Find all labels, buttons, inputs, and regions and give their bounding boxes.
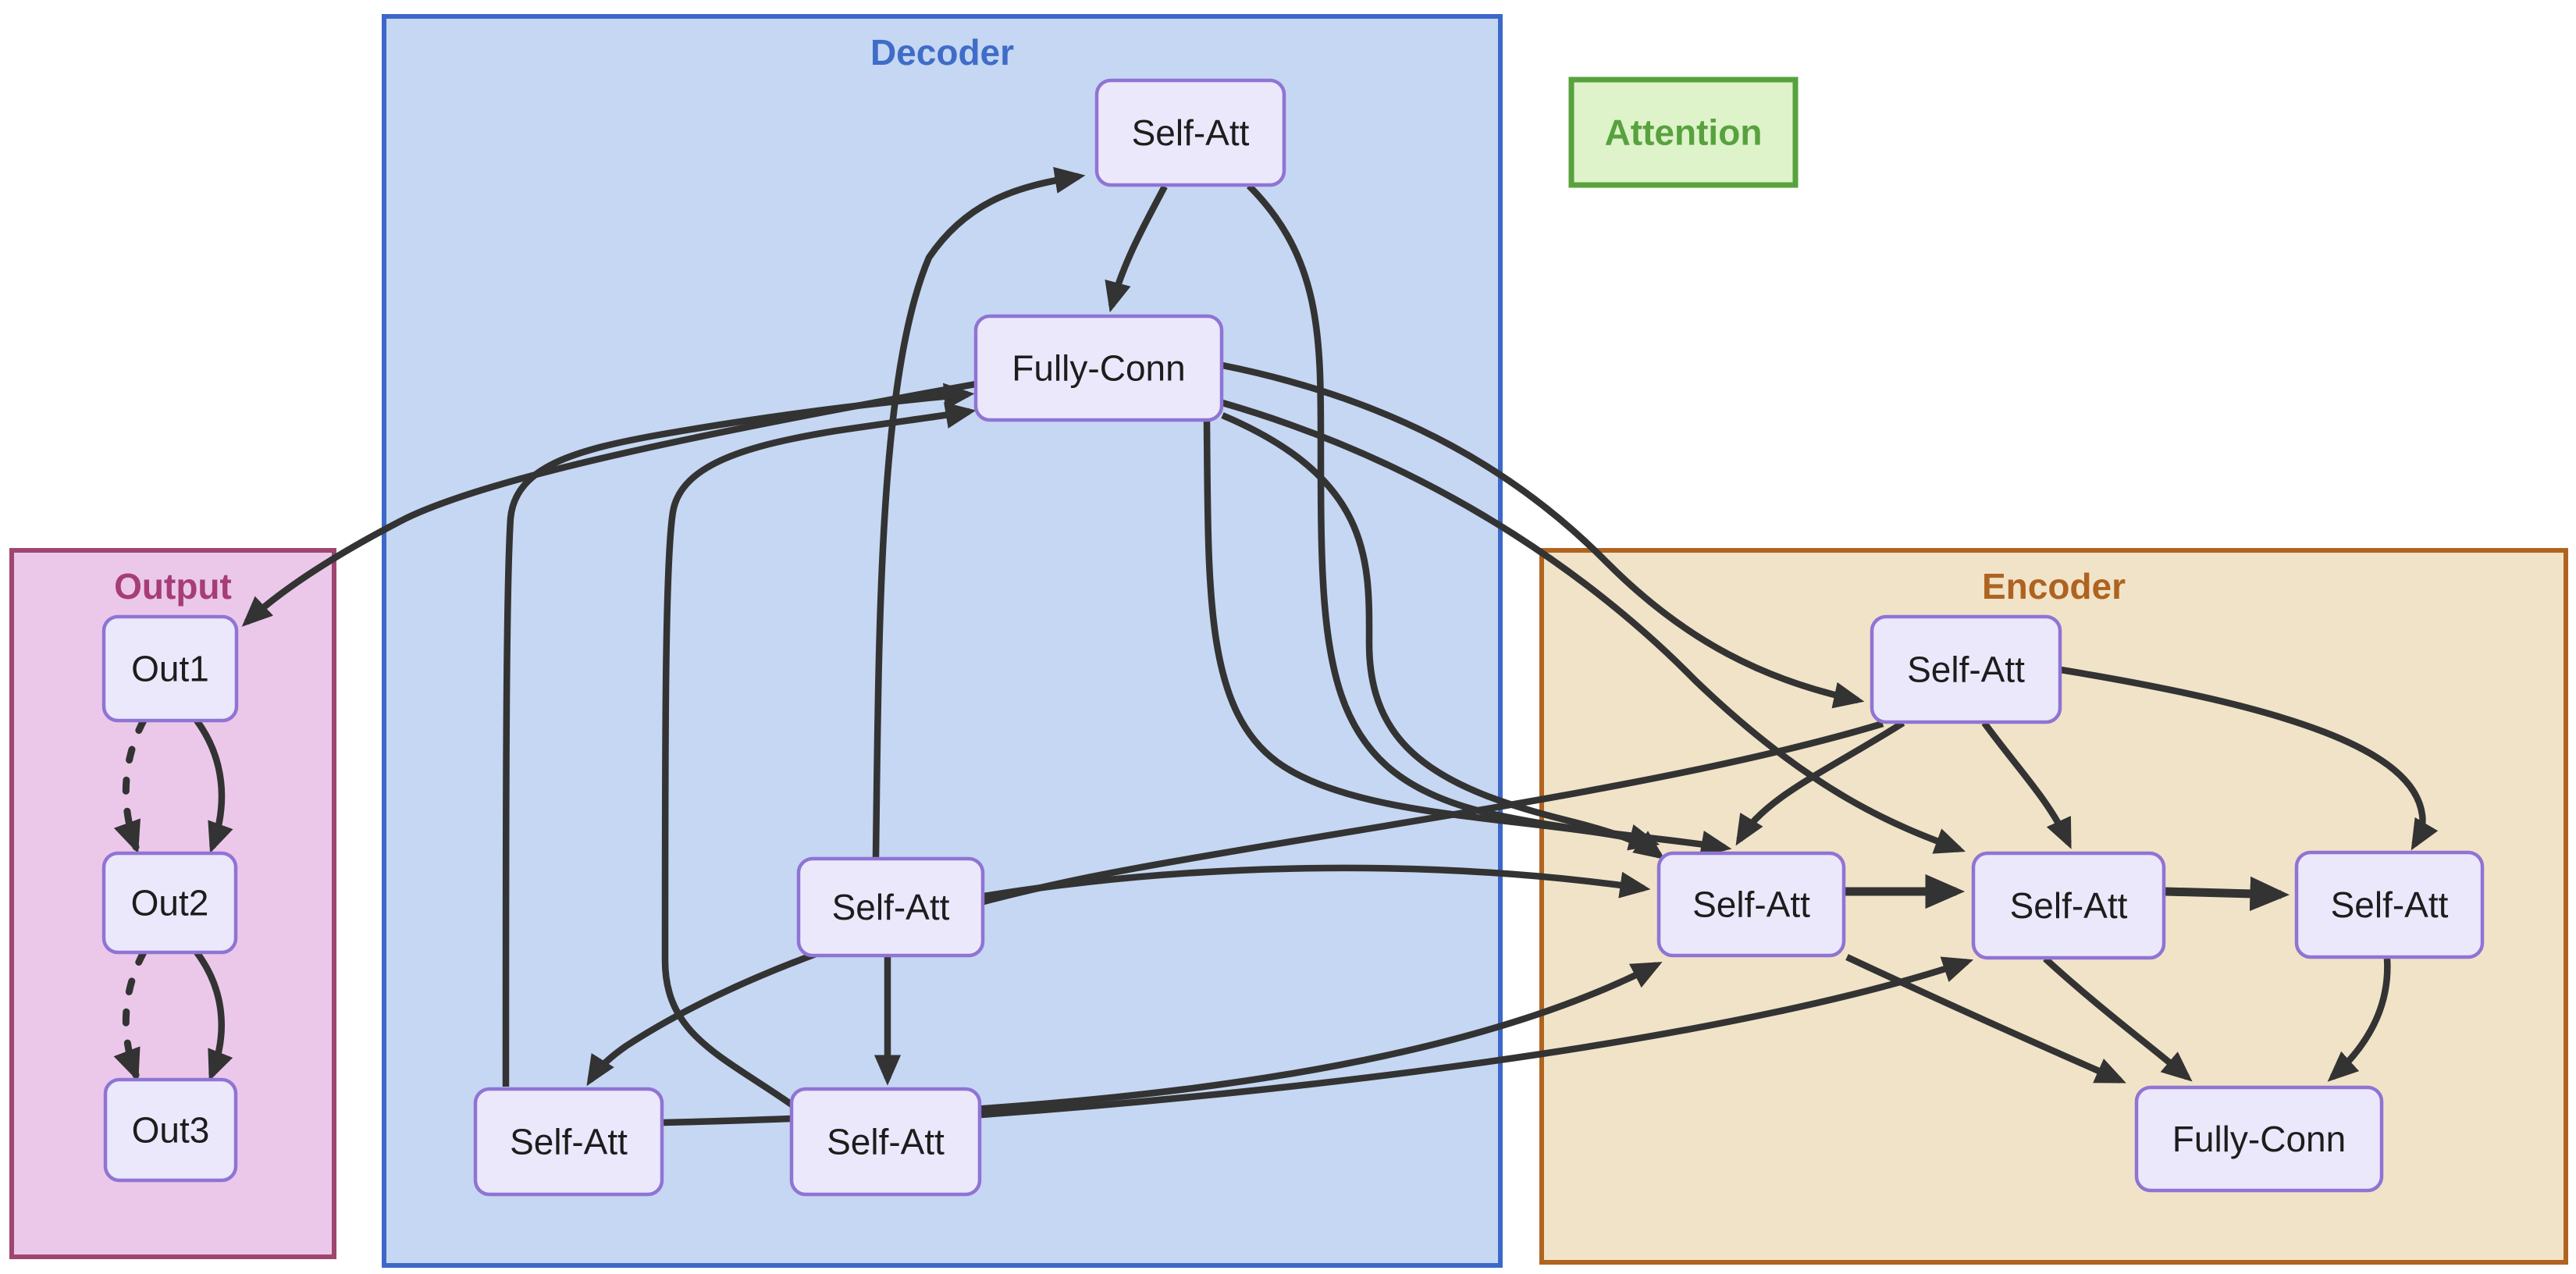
node-label-dec-selfatt-top: Self-Att	[1132, 112, 1250, 153]
node-out3	[103, 1077, 238, 1183]
node-dec-selfatt-top	[1094, 78, 1286, 187]
node-label-enc-selfatt-2: Self-Att	[2010, 885, 2128, 926]
edge-out1-to-out2	[194, 718, 233, 854]
label-decoder: Decoder	[870, 32, 1014, 73]
edge-dec-selfatt-b2-to-dec-fullyconn	[661, 402, 977, 1113]
edge-dec-selfatt-mid-to-enc-selfatt-1	[983, 864, 1651, 900]
node-out1	[101, 614, 239, 723]
edge-dec-fullyconn-to-enc-selfatt-2	[1221, 399, 1966, 854]
edge-dec-fullyconn-to-enc-selfatt-1	[1221, 412, 1665, 859]
edge-out2-to-out3	[194, 950, 233, 1081]
node-enc-selfatt-1	[1656, 851, 1846, 958]
node-dec-selfatt-b2	[789, 1087, 982, 1197]
edge-enc-selfatt-2-to-enc-selfatt-3	[2165, 876, 2290, 912]
edge-enc-selfatt-3-to-enc-fullyconn	[2327, 958, 2391, 1082]
node-out2	[101, 851, 238, 955]
node-enc-fullyconn	[2134, 1085, 2384, 1193]
node-enc-selfatt-3	[2294, 850, 2485, 959]
node-label-enc-fullyconn: Fully-Conn	[2172, 1119, 2346, 1159]
node-label-out3: Out3	[132, 1110, 210, 1151]
edge-dec-selfatt-top-to-enc-selfatt-1	[1246, 183, 1732, 857]
node-enc-selfatt-top	[1870, 614, 2062, 724]
container-decoder	[382, 14, 1503, 1268]
edge-enc-selfatt-top-to-enc-selfatt-1	[1735, 720, 1905, 846]
edge-enc-selfatt-top-to-enc-selfatt-2	[1981, 721, 2072, 849]
node-dec-fullyconn	[973, 314, 1224, 422]
edge-enc-selfatt-1-to-enc-fullyconn	[1845, 954, 2126, 1084]
label-attention: Attention	[1605, 112, 1763, 153]
node-label-enc-selfatt-top: Self-Att	[1907, 649, 2025, 690]
edge-out1-to-out2	[113, 717, 148, 854]
edge-out2-to-out3	[113, 948, 148, 1082]
edge-dec-fullyconn-to-enc-selfatt-top	[1222, 361, 1865, 709]
node-label-dec-selfatt-b1: Self-Att	[510, 1122, 628, 1162]
label-encoder: Encoder	[1982, 566, 2126, 607]
edge-dec-fullyconn-to-out1	[241, 380, 977, 627]
node-label-enc-selfatt-3: Self-Att	[2331, 884, 2449, 925]
edge-enc-selfatt-2-to-enc-fullyconn	[2043, 956, 2193, 1082]
node-label-dec-selfatt-mid: Self-Att	[832, 887, 950, 927]
node-label-enc-selfatt-1: Self-Att	[1692, 884, 1810, 925]
node-label-out1: Out1	[131, 649, 209, 689]
edge-dec-selfatt-mid-to-dec-selfatt-top	[872, 166, 1086, 858]
edge-dec-selfatt-b2-to-enc-selfatt-2	[980, 956, 1974, 1119]
node-enc-selfatt-2	[1971, 851, 2166, 960]
node-dec-selfatt-b1	[473, 1087, 664, 1197]
edge-enc-selfatt-top-to-enc-selfatt-3	[2060, 666, 2439, 851]
label-output: Output	[114, 566, 232, 607]
node-dec-selfatt-mid	[796, 856, 985, 958]
edge-enc-selfatt-top-to-dec-selfatt-b1	[586, 720, 1884, 1087]
edge-dec-selfatt-top-to-dec-fullyconn	[1105, 184, 1168, 313]
node-label-out2: Out2	[131, 883, 209, 923]
container-attention	[1568, 77, 1799, 188]
node-label-dec-fullyconn: Fully-Conn	[1012, 348, 1185, 389]
node-label-dec-selfatt-b2: Self-Att	[827, 1122, 945, 1162]
